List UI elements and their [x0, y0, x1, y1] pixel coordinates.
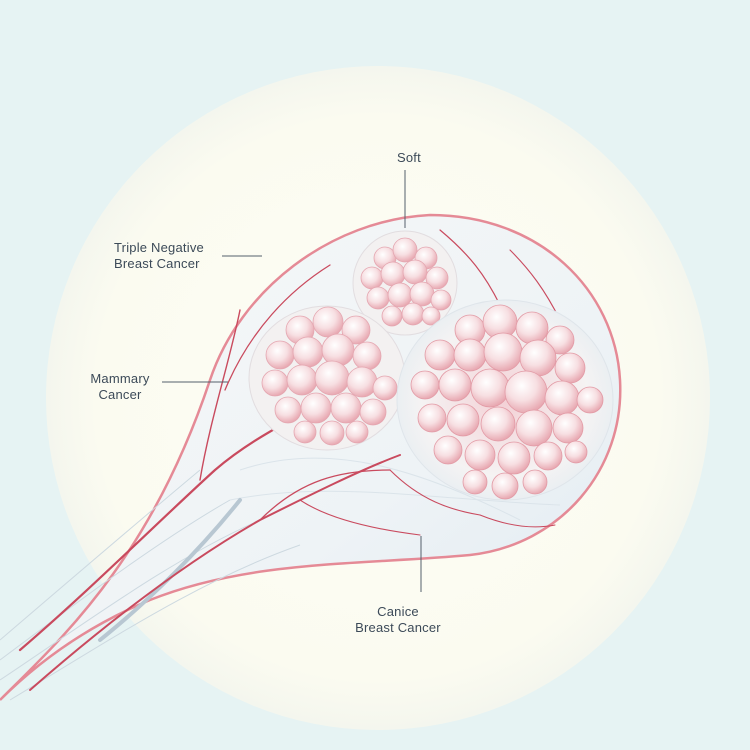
label-canice-breast-cancer: Canice Breast Cancer: [338, 604, 458, 636]
left-lobulated-mass: [248, 305, 406, 451]
vessel: [439, 229, 501, 306]
label-mammary-cancer: Mammary Cancer: [80, 371, 160, 403]
label-soft: Soft: [397, 150, 421, 166]
vessel: [29, 454, 401, 691]
duct: [98, 498, 242, 642]
lobule-cluster-large: [410, 304, 604, 500]
lobule-cluster-left: [261, 306, 398, 446]
label-mammary-line2: Cancer: [98, 387, 142, 402]
large-lobulated-mass: [396, 299, 614, 501]
tissue-fiber: [0, 469, 201, 641]
vessel: [299, 499, 421, 536]
vessel: [389, 469, 481, 516]
leader-lines: [162, 170, 422, 592]
label-triple-negative: Triple Negative Breast Cancer: [114, 240, 204, 272]
label-mammary-line1: Mammary: [90, 371, 150, 386]
vessel: [479, 514, 556, 528]
label-soft-text: Soft: [397, 150, 421, 165]
label-triple-negative-line2: Breast Cancer: [114, 256, 200, 271]
label-triple-negative-line1: Triple Negative: [114, 240, 204, 255]
vessel: [224, 264, 331, 391]
tissue-fiber: [0, 519, 261, 681]
label-canice-line2: Breast Cancer: [355, 620, 441, 635]
vessel: [259, 469, 391, 521]
tissue-fiber: [9, 544, 301, 701]
lobule-cluster-small: [360, 237, 452, 327]
tissue-fiber: [0, 499, 231, 661]
small-lobulated-mass: [352, 230, 458, 336]
label-canice-line1: Canice: [377, 604, 419, 619]
vessel: [199, 309, 241, 481]
tissue-fiber: [229, 490, 561, 506]
